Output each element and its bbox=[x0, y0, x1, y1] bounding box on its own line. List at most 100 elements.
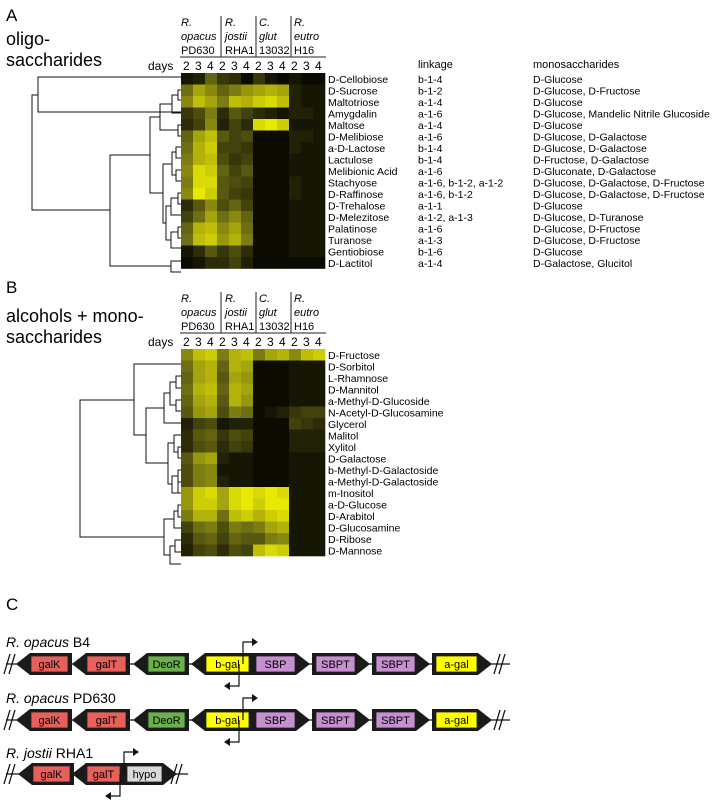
strain-4-genus: R. bbox=[294, 17, 305, 29]
heatmap-cell bbox=[241, 395, 254, 407]
heatmap-cell bbox=[313, 96, 326, 108]
gene-label-box bbox=[86, 655, 127, 673]
panel-b-dendrogram bbox=[79, 363, 181, 565]
heatmap-cell bbox=[181, 176, 194, 189]
heatmap-cell bbox=[181, 165, 194, 177]
heatmap-cell bbox=[265, 464, 278, 476]
gene-sbpt: SBPT bbox=[312, 653, 370, 675]
heatmap-cell bbox=[265, 234, 278, 246]
heatmap-cell bbox=[289, 245, 302, 258]
heatmap-cell bbox=[229, 452, 242, 465]
heatmap-cell bbox=[241, 487, 254, 499]
heatmap-cell bbox=[193, 498, 206, 511]
heatmap-cell bbox=[277, 441, 290, 453]
heatmap-cell bbox=[229, 475, 242, 488]
cluster-3-title: R. jostii RHA1 bbox=[6, 745, 93, 761]
gene-label-box bbox=[315, 711, 356, 729]
heatmap-cell bbox=[217, 222, 230, 235]
monosaccharide-label: D-Glucose, Mandelic Nitrile Glucoside bbox=[533, 108, 710, 120]
heatmap-cell bbox=[217, 452, 230, 465]
gene-galk: galK bbox=[16, 709, 72, 731]
heatmap-cell bbox=[277, 107, 290, 120]
row-label: a-Methyl-D-Galactoside bbox=[328, 476, 438, 488]
panel-a-dendrogram bbox=[31, 76, 181, 273]
heatmap-cell bbox=[265, 544, 278, 557]
gene-label-box bbox=[375, 711, 416, 729]
heatmap-cell bbox=[217, 521, 230, 534]
day-label: 2 bbox=[291, 59, 298, 73]
heatmap-cell bbox=[277, 153, 290, 166]
heatmap-cell bbox=[217, 119, 230, 131]
gene-label-box bbox=[30, 711, 69, 729]
heatmap-cell bbox=[181, 84, 194, 97]
heatmap-cell bbox=[277, 521, 290, 534]
row-label: D-Sucrose bbox=[328, 85, 378, 97]
heatmap-cell bbox=[205, 406, 218, 419]
heatmap-cell bbox=[301, 153, 314, 166]
heatmap-cell bbox=[289, 533, 302, 545]
heatmap-cell bbox=[253, 487, 266, 499]
heatmap-cell bbox=[265, 521, 278, 534]
heatmap-cell bbox=[313, 429, 326, 442]
heatmap-cell bbox=[253, 199, 266, 212]
row-label: D-Arabitol bbox=[328, 511, 375, 523]
heatmap-cell bbox=[229, 84, 242, 97]
row-label: a-D-Lactose bbox=[328, 143, 385, 155]
heatmap-cell bbox=[253, 176, 266, 189]
row-label: Palatinose bbox=[328, 223, 377, 235]
heatmap-cell bbox=[181, 544, 194, 557]
gene-label-box bbox=[205, 711, 250, 729]
heatmap-cell bbox=[265, 176, 278, 189]
day-label: 2 bbox=[183, 335, 190, 349]
heatmap-cell bbox=[313, 107, 326, 120]
heatmap-cell bbox=[181, 452, 194, 465]
heatmap-cell bbox=[193, 130, 206, 143]
linkage-label: a-1-6 bbox=[418, 108, 443, 120]
heatmap-cell bbox=[229, 188, 242, 200]
gene-b-gal: b-gal bbox=[191, 709, 253, 731]
heatmap-cell bbox=[229, 395, 242, 407]
heatmap-cell bbox=[241, 475, 254, 488]
heatmap-cell bbox=[253, 510, 266, 522]
row-label: D-Glucosamine bbox=[328, 522, 401, 534]
heatmap-cell bbox=[265, 188, 278, 200]
heatmap-cell bbox=[181, 441, 194, 453]
heatmap-cell bbox=[277, 452, 290, 465]
heatmap-cell bbox=[241, 349, 254, 361]
heatmap-cell bbox=[205, 349, 218, 361]
strain-4-species: eutro bbox=[294, 31, 319, 43]
heatmap-cell bbox=[301, 498, 314, 511]
heatmap-cell bbox=[253, 211, 266, 223]
gene-label: SBP bbox=[264, 715, 286, 727]
day-label: 2 bbox=[219, 59, 226, 73]
heatmap-cell bbox=[205, 360, 218, 373]
heatmap-cell bbox=[313, 234, 326, 246]
heatmap-cell bbox=[313, 383, 326, 396]
heatmap-cell bbox=[301, 406, 314, 419]
heatmap-cell bbox=[181, 257, 194, 269]
heatmap-cell bbox=[241, 130, 254, 143]
heatmap-cell bbox=[277, 544, 290, 557]
heatmap-cell bbox=[229, 257, 242, 269]
heatmap-cell bbox=[217, 176, 230, 189]
heatmap-cell bbox=[229, 429, 242, 442]
gene-galk: galK bbox=[16, 653, 72, 675]
linkage-label: a-1-1 bbox=[418, 200, 443, 212]
heatmap-cell bbox=[301, 544, 314, 557]
heatmap-cell bbox=[313, 533, 326, 545]
gene-label: galK bbox=[40, 769, 63, 781]
promoter-arrowhead bbox=[133, 748, 139, 756]
day-label: 2 bbox=[219, 335, 226, 349]
heatmap-cell bbox=[229, 130, 242, 143]
heatmap-cell bbox=[217, 73, 230, 85]
panel-a-title-line1: oligo- bbox=[6, 29, 50, 49]
heatmap-cell bbox=[193, 360, 206, 373]
heatmap-cell bbox=[301, 96, 314, 108]
heatmap-cell bbox=[241, 176, 254, 189]
heatmap-cell bbox=[205, 153, 218, 166]
heatmap-cell bbox=[229, 107, 242, 120]
heatmap-cell bbox=[253, 498, 266, 511]
day-label: 2 bbox=[291, 335, 298, 349]
heatmap-cell bbox=[301, 211, 314, 223]
